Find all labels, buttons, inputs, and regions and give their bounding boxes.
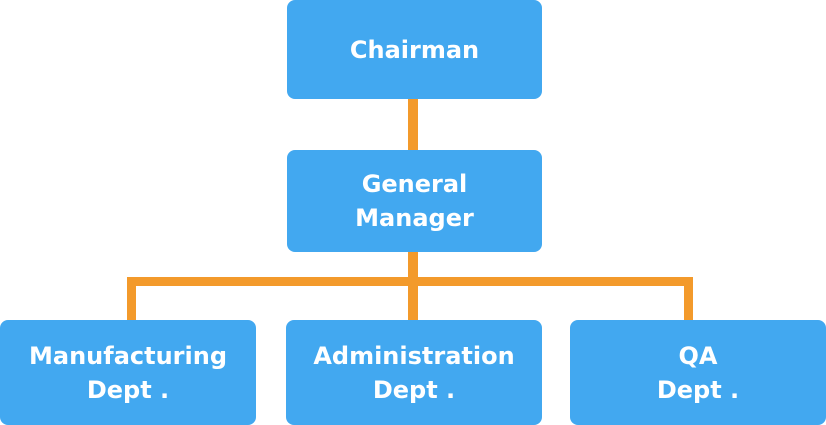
administration-dept-box: Administration Dept . — [286, 320, 542, 425]
manufacturing-dept-label: Manufacturing Dept . — [29, 341, 227, 404]
qa-dept-label: QA Dept . — [656, 341, 740, 404]
manager-to-branch-connector — [408, 251, 418, 281]
administration-dept-label: Administration Dept . — [313, 341, 515, 404]
chairman-box: Chairman — [287, 0, 542, 99]
general-manager-box: General Manager — [287, 150, 542, 252]
chairman-to-manager-connector — [408, 98, 418, 150]
manufacturing-dept-box: Manufacturing Dept . — [0, 320, 256, 425]
chairman-label: Chairman — [349, 35, 480, 64]
qa-dept-box: QA Dept . — [570, 320, 826, 425]
branch-to-manufacturing-connector — [127, 277, 136, 320]
branch-to-administration-connector — [408, 277, 418, 320]
branch-to-qa-connector — [684, 277, 693, 320]
general-manager-label: General Manager — [355, 170, 474, 232]
